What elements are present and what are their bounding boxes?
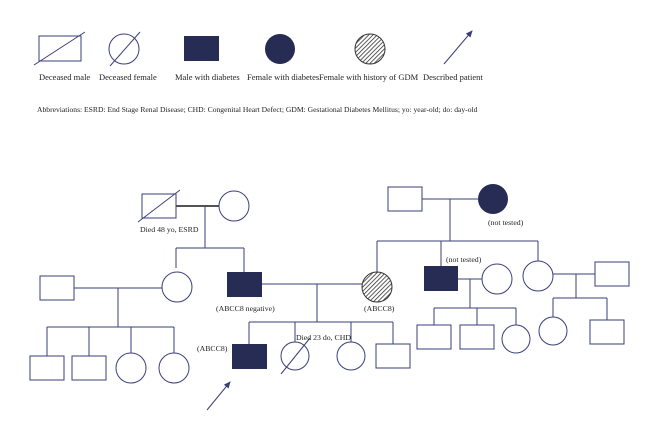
legend-label-female-gdm: Female with history of GDM: [319, 72, 419, 82]
annotation-grandfather-death: Died 48 yo, ESRD: [140, 225, 199, 234]
annotation-mother-status: (ABCC8): [364, 304, 395, 313]
legend-male-diabetes: Male with diabetes: [175, 36, 240, 82]
deceased-strike: [33, 31, 86, 66]
abbreviations-note: Abbreviations: ESRD: End Stage Renal Dis…: [37, 105, 478, 114]
deceased-strike: [137, 189, 181, 223]
cousin-male: [459, 324, 495, 350]
legend: Deceased male Deceased female Male with …: [33, 30, 483, 82]
uncle-wife-female: [481, 263, 513, 295]
father-male-diabetes: [227, 272, 262, 297]
right-aunt-female: [522, 260, 554, 292]
legend-described-patient: Described patient: [423, 30, 483, 82]
grandmother-right-female-diabetes: [478, 184, 508, 214]
cousin-female: [115, 352, 147, 384]
legend-label-deceased-male: Deceased male: [39, 72, 90, 82]
grandmother-female: [218, 190, 250, 222]
grandfather-right-male: [387, 186, 423, 212]
pedigree-lines: [46, 198, 608, 356]
legend-label-female-diabetes: Female with diabetes: [247, 72, 319, 82]
annotations: Died 48 yo, ESRD (not tested) (not teste…: [140, 218, 524, 353]
proband-arrow: [206, 381, 231, 411]
legend-deceased-male: Deceased male: [33, 31, 90, 82]
uncle-male-diabetes: [424, 266, 458, 291]
male-diabetes-symbol: [184, 36, 219, 61]
legend-female-gdm: Female with history of GDM: [319, 33, 419, 82]
deceased-strike: [109, 31, 141, 67]
cousin-male: [71, 355, 107, 381]
proband-male-diabetes: [232, 344, 267, 369]
deceased-strike: [280, 337, 311, 375]
legend-label-deceased-female: Deceased female: [99, 72, 157, 82]
annotation-father-status: (ABCC8 negative): [216, 304, 275, 313]
legend-deceased-female: Deceased female: [99, 31, 157, 82]
individuals: [29, 184, 630, 411]
cousin-female: [501, 324, 531, 354]
cousin-male: [416, 324, 452, 350]
annotation-sibling-death: Died 23 do, CHD: [296, 333, 351, 342]
aunt-husband-male: [39, 275, 75, 301]
legend-label-described-patient: Described patient: [423, 72, 483, 82]
annotation-uncle-status: (not tested): [446, 255, 482, 264]
cousin-male: [29, 355, 65, 381]
right-aunt-husband-male: [594, 261, 630, 287]
sibling-male: [375, 343, 411, 369]
annotation-grandmother-status: (not tested): [488, 218, 524, 227]
female-gdm-symbol: [354, 33, 386, 65]
sibling-female: [336, 341, 366, 371]
legend-female-diabetes: Female with diabetes: [247, 34, 319, 82]
cousin-male: [589, 319, 625, 345]
cousin-female: [158, 352, 190, 384]
mother-female-gdm: [361, 271, 393, 303]
described-patient-arrow: [443, 30, 473, 65]
female-diabetes-symbol: [265, 34, 295, 64]
cousin-female: [538, 316, 568, 346]
annotation-proband-status: (ABCC8): [197, 344, 228, 353]
aunt-female: [161, 271, 193, 303]
legend-label-male-diabetes: Male with diabetes: [175, 72, 240, 82]
